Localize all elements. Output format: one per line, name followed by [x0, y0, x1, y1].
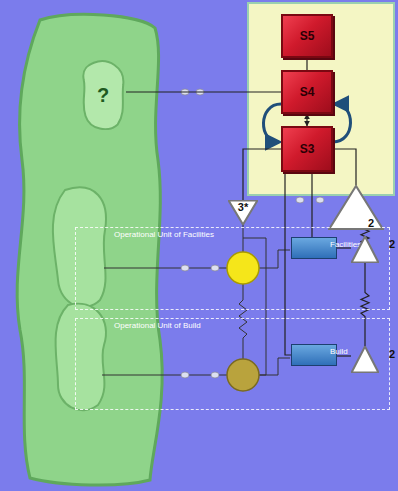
triup-outline — [351, 346, 379, 373]
wire — [104, 268, 227, 269]
dot — [316, 197, 324, 203]
connector-line — [243, 149, 281, 200]
tridown-shape — [229, 201, 258, 225]
operation-circle — [227, 252, 259, 284]
node-label: S3 — [300, 142, 315, 156]
triup-outline — [328, 185, 384, 230]
node-label: Build — [330, 347, 348, 356]
node-label: S4 — [300, 85, 315, 99]
loop-arrow — [263, 104, 281, 142]
node-label: 2 — [389, 348, 395, 360]
operational-unit-band: Operational Unit of BuildBuild2 — [75, 318, 390, 410]
connector-line — [126, 91, 281, 92]
connector-line — [306, 58, 307, 70]
system-box: S5 — [281, 14, 333, 58]
unit-box: Facilities — [291, 237, 337, 259]
environment-blob — [53, 187, 106, 307]
triup-shape — [352, 237, 379, 263]
node-label: 3* — [238, 201, 248, 213]
blob-shape — [83, 61, 123, 129]
dot — [181, 265, 189, 271]
dot — [181, 372, 189, 378]
loop-arrow — [333, 104, 351, 142]
wires — [102, 225, 290, 375]
management-panel — [248, 3, 394, 195]
system-box: S3 — [281, 126, 333, 172]
node-label: 2 — [389, 238, 395, 250]
node-label: S5 — [300, 29, 315, 43]
operation-circle — [227, 359, 259, 391]
triup-outline — [351, 236, 379, 263]
triup-shape — [352, 347, 379, 373]
channel-triangle: 2 — [328, 185, 384, 230]
wire — [259, 358, 290, 375]
environment-blob — [56, 304, 106, 411]
connector-line — [306, 114, 307, 126]
system-box: S4 — [281, 70, 333, 114]
resistor-connector — [361, 263, 369, 346]
operational-unit-band: Operational Unit of FacilitiesFacilities… — [75, 227, 390, 310]
environment-blob: ? — [80, 60, 126, 130]
audit-triangle: 3* — [228, 200, 258, 225]
resistor-symbol — [239, 284, 247, 359]
band-heading: Operational Unit of Build — [114, 321, 201, 330]
band-heading: Operational Unit of Facilities — [114, 230, 214, 239]
connector-line — [285, 172, 291, 355]
dot — [211, 265, 219, 271]
environment-shape — [17, 14, 162, 485]
connector-line — [333, 149, 356, 185]
node-label: Facilities — [330, 240, 361, 249]
dot — [211, 372, 219, 378]
unit-box: Build — [291, 344, 337, 366]
channel-triangle: 2 — [351, 346, 379, 373]
triup-shape — [329, 186, 383, 229]
node-label: ? — [97, 84, 109, 107]
dot — [296, 197, 304, 203]
channel-triangle: 2 — [351, 236, 379, 263]
wire — [102, 375, 227, 376]
